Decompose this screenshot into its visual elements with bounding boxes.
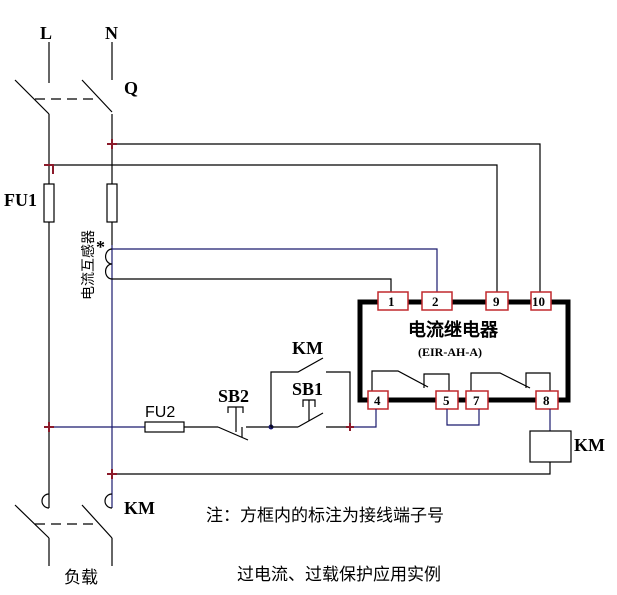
svg-text:5: 5 (443, 393, 450, 408)
km-aux-right (326, 371, 351, 427)
svg-text:2: 2 (432, 294, 439, 309)
fu2-label: FU2 (145, 404, 175, 421)
svg-text:1: 1 (388, 294, 395, 309)
terminal-7: 7 (465, 390, 489, 410)
fu2-fuse (144, 421, 185, 433)
km-coil-label: KM (574, 435, 605, 455)
svg-text:9: 9 (493, 294, 500, 309)
terminal-4: 4 (367, 390, 389, 410)
main-switch-label: Q (124, 78, 138, 98)
wire-to-terminal-4 (350, 409, 377, 428)
fu1-fuse-n (106, 183, 118, 223)
junction-l-top (44, 164, 54, 174)
line-label: L (40, 23, 52, 43)
relay-contact-8-stub (525, 372, 551, 393)
fu1-fuse-l (43, 183, 55, 223)
terminal-10: 10 (530, 291, 552, 311)
sb2-label: SB2 (218, 386, 249, 406)
sb1-label: SB1 (292, 379, 323, 399)
km-aux-contact (270, 357, 324, 427)
wire-coil-to-n (112, 462, 551, 475)
km-main-label: KM (124, 498, 155, 518)
svg-text:10: 10 (532, 294, 545, 309)
km-main-contact (14, 493, 113, 566)
load-label: 负载 (64, 568, 98, 588)
diagram-caption: 过电流、过载保护应用实例 (237, 565, 441, 585)
terminal-2: 2 (421, 291, 453, 311)
svg-text:8: 8 (543, 393, 550, 408)
sb2-stop-button: SB2 (217, 386, 271, 441)
wire-to-terminal-10 (112, 143, 541, 298)
km-aux-label: KM (292, 338, 323, 358)
relay-contact-7-8 (470, 372, 531, 393)
relay-body (357, 299, 571, 403)
svg-text:7: 7 (473, 393, 480, 408)
terminal-9: 9 (485, 291, 509, 311)
junction-start-node (346, 423, 354, 431)
main-switch-q (14, 42, 113, 115)
wire-to-terminal-9 (49, 164, 498, 298)
fu1-label: FU1 (4, 190, 37, 210)
jumper-5-7 (446, 409, 480, 426)
note-text: 注：方框内的标注为接线端子号 (206, 506, 444, 526)
wire-ct-to-terminal-1 (112, 278, 392, 292)
terminal-8: 8 (535, 390, 559, 410)
ct-label: 电流互感器 (80, 230, 97, 300)
relay-title: 电流继电器 (408, 319, 499, 341)
current-transformer: * 电流互感器 (80, 230, 113, 300)
km-coil (529, 430, 572, 463)
terminal-1: 1 (377, 291, 409, 311)
wire-ct-to-terminal-2 (112, 248, 438, 292)
terminal-5: 5 (435, 390, 459, 410)
sb1-start-button: SB1 (271, 379, 350, 428)
relay-contact-4-5 (371, 370, 429, 393)
ct-polarity-mark: * (96, 237, 105, 257)
svg-text:4: 4 (374, 393, 381, 408)
junction-n-top (107, 139, 117, 149)
relay-contact-5-stub (423, 373, 450, 393)
relay-model: (EIR-AH-A) (418, 345, 482, 359)
junction-l-control (44, 422, 54, 432)
junction-n-bottom (107, 469, 117, 479)
neutral-label: N (105, 23, 118, 43)
